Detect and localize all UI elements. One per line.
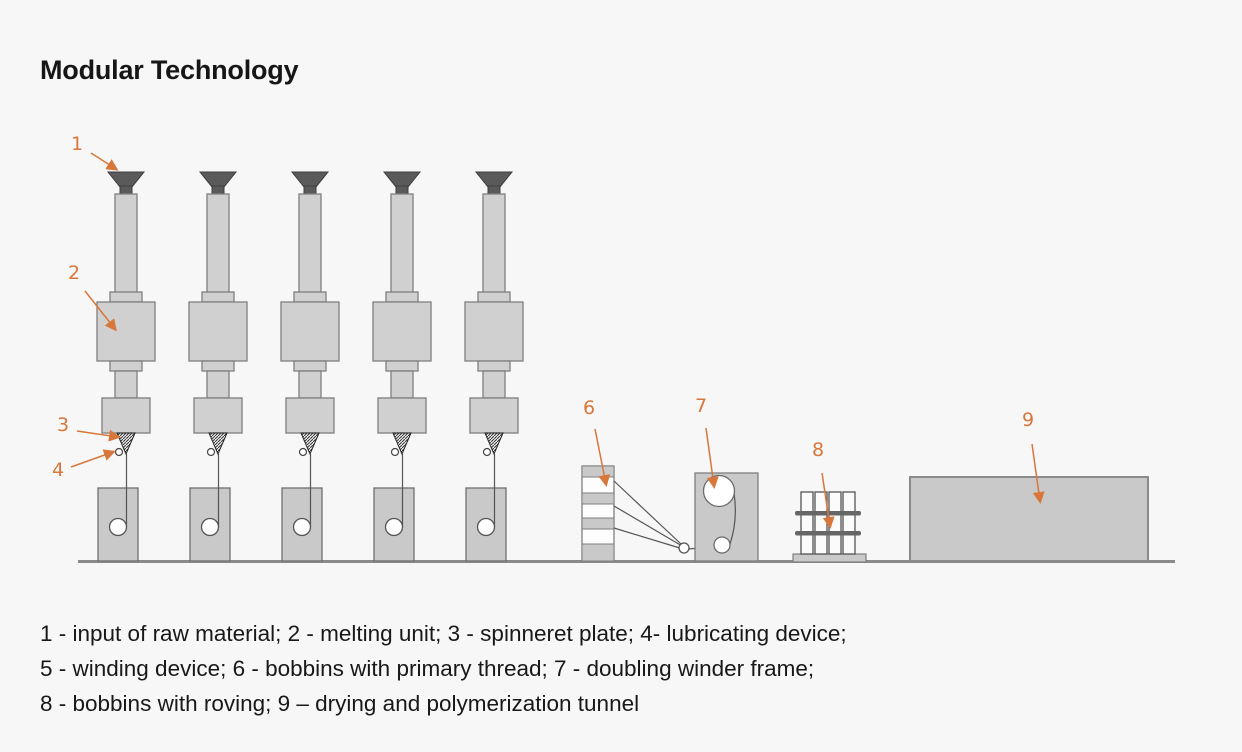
- callout-9: 9: [1022, 409, 1045, 504]
- callout-8-label: 8: [812, 439, 824, 461]
- spinning-machine-3: [280, 171, 340, 562]
- page-title: Modular Technology: [40, 55, 299, 85]
- callout-7: 7: [695, 395, 719, 489]
- callout-1-label: 1: [71, 133, 83, 155]
- roving-bobbin: [800, 491, 814, 555]
- roving-bobbin-rack: [792, 491, 867, 563]
- thread-guide-roller: [678, 542, 690, 554]
- roving-bobbin: [814, 491, 828, 555]
- spinning-machine-4: [372, 171, 432, 562]
- legend-line-3: 8 - bobbins with roving; 9 – drying and …: [40, 691, 640, 716]
- callout-6: 6: [583, 397, 611, 487]
- legend-line-2: 5 - winding device; 6 - bobbins with pri…: [40, 656, 815, 681]
- winder-thread: [729, 492, 736, 545]
- callout-8: 8: [812, 439, 835, 529]
- winder-top-pulley: [702, 474, 736, 508]
- roving-bobbin: [828, 491, 842, 555]
- roving-bobbin: [842, 491, 856, 555]
- winder-bottom-pulley: [713, 536, 731, 554]
- spinning-machine-5: [464, 171, 524, 562]
- rack-base-plate: [792, 553, 867, 563]
- callout-1: 1: [71, 133, 119, 171]
- callout-3: 3: [57, 414, 121, 442]
- legend-caption: 1 - input of raw material; 2 - melting u…: [40, 616, 1200, 721]
- callout-2: 2: [68, 262, 117, 332]
- bobbin-tower: [581, 465, 716, 562]
- rack-rod-bottom: [795, 531, 861, 536]
- spinning-machine-1: [96, 171, 156, 562]
- primary-thread-1: [613, 480, 682, 545]
- legend-line-1: 1 - input of raw material; 2 - melting u…: [40, 621, 847, 646]
- callout-6-label: 6: [583, 397, 595, 419]
- callout-4-label: 4: [52, 459, 64, 481]
- drying-polymerization-tunnel: [909, 476, 1149, 562]
- callout-4: 4: [52, 449, 116, 481]
- callout-9-label: 9: [1022, 409, 1034, 431]
- doubling-winder-frame: [694, 472, 759, 562]
- primary-thread-3: [613, 527, 684, 550]
- callout-2-label: 2: [68, 262, 80, 284]
- spinning-machine-2: [188, 171, 248, 562]
- callout-3-label: 3: [57, 414, 69, 436]
- callout-7-label: 7: [695, 395, 707, 417]
- primary-thread-2: [613, 505, 683, 547]
